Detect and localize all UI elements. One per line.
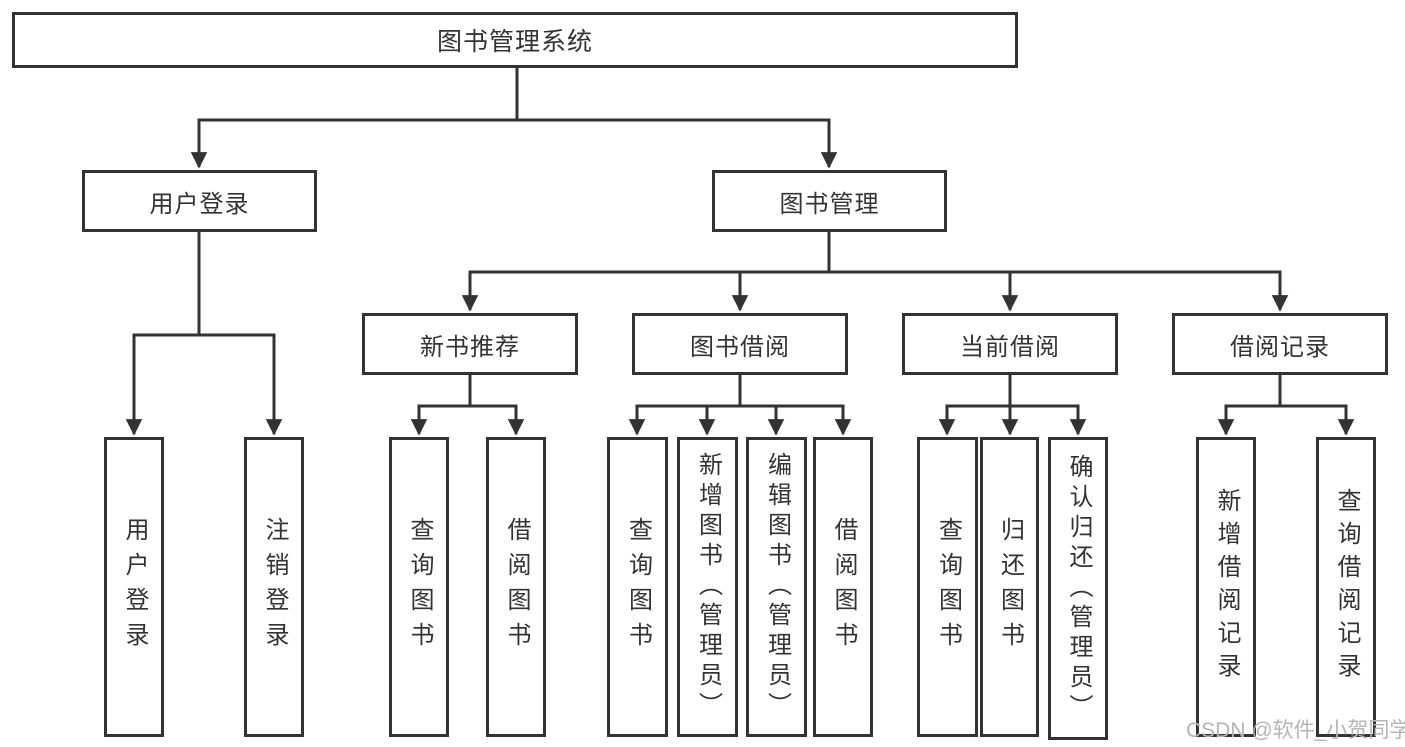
leaf-recommend-borrow-books: 借阅图书 [486,437,546,737]
leaf-user-login: 用户登录 [104,437,164,737]
node-new-book-recommend-label: 新书推荐 [420,333,520,361]
leaf-add-borrow-record: 新增借阅记录 [1196,437,1256,737]
node-book-management-label: 图书管理 [779,190,880,218]
leaf-add-books-admin: 新增图书（管理员） [677,437,738,737]
csdn-watermark: CSDN @软件_小贺同学 [1186,719,1405,742]
leaf-borrow-books: 借阅图书 [813,437,873,737]
node-current-borrow-label: 当前借阅 [960,333,1060,361]
leaf-query-borrow-record: 查询借阅记录 [1316,437,1376,737]
node-book-borrow-label: 图书借阅 [690,333,790,361]
node-borrow-records-label: 借阅记录 [1230,333,1330,361]
leaf-logout: 注销登录 [244,437,304,737]
leaf-confirm-return-admin: 确认归还（管理员） [1048,437,1108,740]
node-borrow-records: 借阅记录 [1172,313,1388,375]
node-book-management: 图书管理 [712,170,947,232]
node-user-login-label: 用户登录 [149,190,250,218]
node-new-book-recommend: 新书推荐 [362,313,578,375]
root-node-label: 图书管理系统 [436,28,593,56]
leaf-return-books: 归还图书 [980,437,1039,737]
leaf-borrow-query-books: 查询图书 [607,437,668,737]
node-book-borrow: 图书借阅 [632,313,848,375]
node-current-borrow: 当前借阅 [902,313,1118,375]
leaf-recommend-query-books: 查询图书 [389,437,449,737]
leaf-edit-books-admin: 编辑图书（管理员） [746,437,807,737]
leaf-current-query-books: 查询图书 [917,437,978,737]
node-user-login: 用户登录 [82,170,317,232]
root-node: 图书管理系统 [12,12,1018,68]
